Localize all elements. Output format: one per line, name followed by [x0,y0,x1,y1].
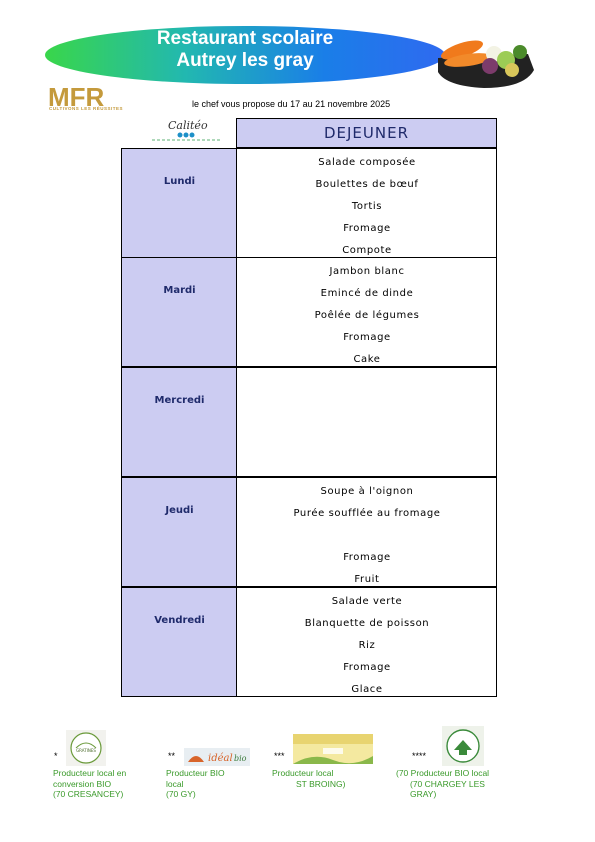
menu-cell: Salade verte Blanquette de poisson Riz F… [237,588,497,696]
producer-logo-gratines: GRATINES [66,730,106,766]
producer-marker: **** [412,751,427,761]
day-label: Lundi [163,176,196,187]
producer-marker: *** [274,751,285,761]
menu-item: Salade verte [331,596,403,607]
menu-cell: Salade composée Boulettes de bœuf Tortis… [237,149,497,257]
svg-text:idéal: idéal [208,753,233,764]
day-label: Mardi [163,285,196,296]
menu-item: Fromage [343,552,391,563]
svg-text:MFR: MFR [48,84,105,112]
day-row-mardi: Mardi Jambon blanc Emincé de dinde Poêlé… [121,257,497,367]
producer-logo-jardin [293,734,373,764]
mfr-logo: MFR [48,84,105,112]
day-label: Jeudi [165,505,194,516]
day-cell: Lundi [122,149,237,257]
vegetable-tray-image [438,40,534,88]
day-cell: Vendredi [122,588,237,696]
menu-item: Tortis [351,201,383,212]
producer-line: (70 CHARGEY LES [410,778,485,789]
producer-line: (70 CRESANCEY) [53,789,124,799]
day-cell: Jeudi [122,478,237,586]
menu-item: Emincé de dinde [320,288,414,299]
menu-item: Purée soufflée au fromage [293,508,441,519]
producer-line: conversion BIO [53,778,112,789]
caliteo-wordmark: Calitéo [168,119,208,132]
day-label: Vendredi [154,615,205,626]
producer-marker: * [54,751,58,761]
menu-item: Salade composée [318,157,416,168]
menu-item: Cake [353,354,381,365]
menu-item: Fromage [343,223,391,234]
menu-item: Glace [351,684,383,695]
caliteo-logo [152,132,222,141]
menu-item: Fruit [354,574,380,585]
producer-line: Producteur BIO [166,768,225,778]
menu-item: Riz [358,640,376,651]
menu-period: le chef vous propose du 17 au 21 novembr… [192,99,391,109]
producer-label: Producteur BIO local (70 GY) [166,768,225,800]
menu-cell: Jambon blanc Emincé de dinde Poêlée de l… [237,258,497,366]
day-row-mercredi: Mercredi [121,367,497,477]
menu-item: Compote [342,245,392,256]
producer-line: (70 Producteur BIO local [396,768,490,778]
producer-label: Producteur local en conversion BIO (70 C… [53,768,126,800]
menu-item: Boulettes de bœuf [315,179,419,190]
menu-item: Blanquette de poisson [304,618,430,629]
svg-text:GRATINES: GRATINES [76,748,96,753]
menu-item: Soupe à l'oignon [320,486,414,497]
day-cell: Mardi [122,258,237,366]
producer-line: ST BROING) [296,778,346,789]
mfr-tagline: CULTIVONS LES RÉUSSITES [49,106,123,111]
producer-logo-ideal-bio: idéal bio [184,748,250,766]
producer-line: local [166,778,184,789]
menu-cell [237,368,497,476]
menu-item: Fromage [343,662,391,673]
producer-line: GRAY) [410,789,437,799]
restaurant-title: Restaurant scolaire [156,28,334,49]
menu-item: Fromage [343,332,391,343]
producer-logo-ferme [442,726,484,766]
header-banner [45,26,445,84]
producer-line: (70 GY) [166,789,196,799]
day-row-jeudi: Jeudi Soupe à l'oignon Purée soufflée au… [121,477,497,587]
producer-line: Producteur local [272,768,334,778]
producer-marker: ** [168,751,176,761]
day-row-lundi: Lundi Salade composée Boulettes de bœuf … [121,148,497,258]
day-row-vendredi: Vendredi Salade verte Blanquette de pois… [121,587,497,697]
svg-text:bio: bio [234,754,247,763]
producer-label: (70 Producteur BIO local (70 CHARGEY LES… [396,768,489,800]
menu-item: Poêlée de légumes [314,310,420,321]
producer-label: Producteur local ST BROING) [272,768,345,789]
producer-line: Producteur local en [53,768,127,778]
day-label: Mercredi [154,395,205,406]
day-cell: Mercredi [122,368,237,476]
menu-cell: Soupe à l'oignon Purée soufflée au froma… [237,478,497,586]
column-header-dejeuner: DEJEUNER [236,118,497,148]
menu-item: Jambon blanc [329,266,405,277]
restaurant-location: Autrey les gray [176,50,314,71]
